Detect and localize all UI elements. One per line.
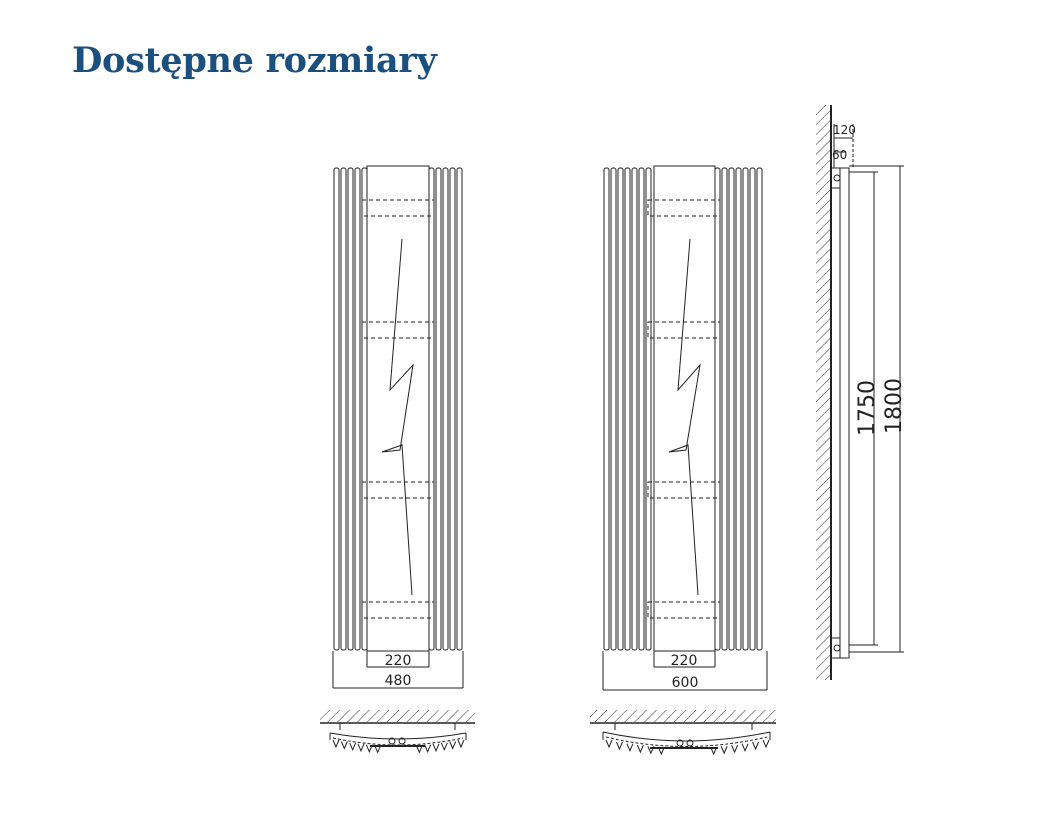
center-panel (366, 165, 430, 652)
radiator-top-view-600 (590, 710, 776, 756)
dimension-label: 480 (385, 673, 412, 689)
tubes-left (333, 167, 368, 651)
valve-icon (398, 737, 406, 745)
radiator-top-view-480 (320, 710, 475, 754)
wall-hatch (320, 710, 475, 722)
lightning-decor (381, 238, 414, 596)
radiator-tube (442, 167, 449, 651)
radiator-tube (714, 167, 721, 651)
fin-shape (424, 744, 432, 753)
bracket-dashed (647, 321, 721, 339)
tubes-right (428, 167, 463, 651)
radiator-tube (456, 167, 463, 651)
page-title: Dostępne rozmiary (72, 40, 437, 81)
bracket-dashed (361, 601, 435, 619)
radiator-tube (624, 167, 631, 651)
radiator-tube (756, 167, 763, 651)
radiator-front-480 (332, 165, 464, 689)
bracket-dashed (361, 199, 435, 217)
bracket-dashed (647, 601, 721, 619)
fin-shape (616, 741, 623, 751)
bracket-dashed (647, 199, 721, 217)
radiator-tube (361, 167, 368, 651)
fin-shape (415, 745, 423, 754)
fin-shape (605, 739, 613, 749)
fin-shape (636, 744, 644, 754)
dimension-label: 600 (672, 675, 699, 691)
radiator-tube (610, 167, 617, 651)
radiator-tube (333, 167, 340, 651)
fin-shape (440, 742, 448, 752)
tubes-right (714, 167, 763, 651)
radiator-tube (728, 167, 735, 651)
radiator-tube (638, 167, 645, 651)
fin-shape (432, 743, 440, 753)
radiator-tube (721, 167, 728, 651)
radiator-tube (449, 167, 456, 651)
dimension-label: 220 (385, 653, 412, 669)
radiator-tube (742, 167, 749, 651)
fin-shape (374, 745, 382, 754)
fin-shape (626, 743, 634, 752)
radiator-tube (347, 167, 354, 651)
valve-icon (686, 739, 694, 747)
fin-shape (457, 739, 465, 749)
fin-shape (710, 746, 718, 756)
wall-bracket (830, 637, 841, 659)
tubes-left (603, 167, 652, 651)
fin-shape (332, 739, 340, 749)
dimension-label: 1750 (855, 380, 880, 436)
fin-row (605, 739, 770, 756)
bracket-dashed (361, 481, 435, 499)
wall-hatch (816, 105, 830, 680)
fin-shape (365, 744, 373, 753)
fin-shape (357, 743, 365, 753)
fin-shape (449, 741, 457, 750)
radiator-tube (631, 167, 638, 651)
wall-hatch (590, 710, 776, 722)
radiator-front-600 (602, 165, 768, 691)
radiator-tube (735, 167, 742, 651)
lightning-decor (668, 238, 701, 596)
bracket-screw-icon (833, 644, 841, 652)
fin-shape (657, 746, 665, 756)
dimension-label: 1800 (882, 378, 907, 434)
fin-shape (340, 741, 348, 750)
dimension-label: 220 (671, 653, 698, 669)
center-panel (653, 165, 716, 652)
radiator-tube (603, 167, 610, 651)
valve-icon (676, 739, 684, 747)
radiator-tube (340, 167, 347, 651)
radiator-body-side (839, 167, 850, 659)
fin-shape (731, 744, 739, 754)
radiator-tube (428, 167, 435, 651)
bracket-screw-icon (833, 174, 841, 182)
dimension-label: 120 (833, 123, 856, 137)
fin-shape (741, 743, 749, 752)
radiator-tube (645, 167, 652, 651)
radiator-tube (749, 167, 756, 651)
fin-shape (720, 746, 728, 755)
fin-shape (752, 741, 759, 751)
valve-icon (388, 737, 396, 745)
radiator-side-view (816, 105, 904, 680)
fin-row (332, 739, 465, 754)
fin-shape (349, 742, 357, 752)
wall-bracket (830, 167, 841, 189)
fin-shape (762, 739, 770, 749)
bracket-dashed (361, 321, 435, 339)
bracket-dashed (647, 481, 721, 499)
radiator-tube (354, 167, 361, 651)
dimension-label: 60 (832, 148, 847, 162)
radiator-tube (617, 167, 624, 651)
radiator-tube (435, 167, 442, 651)
